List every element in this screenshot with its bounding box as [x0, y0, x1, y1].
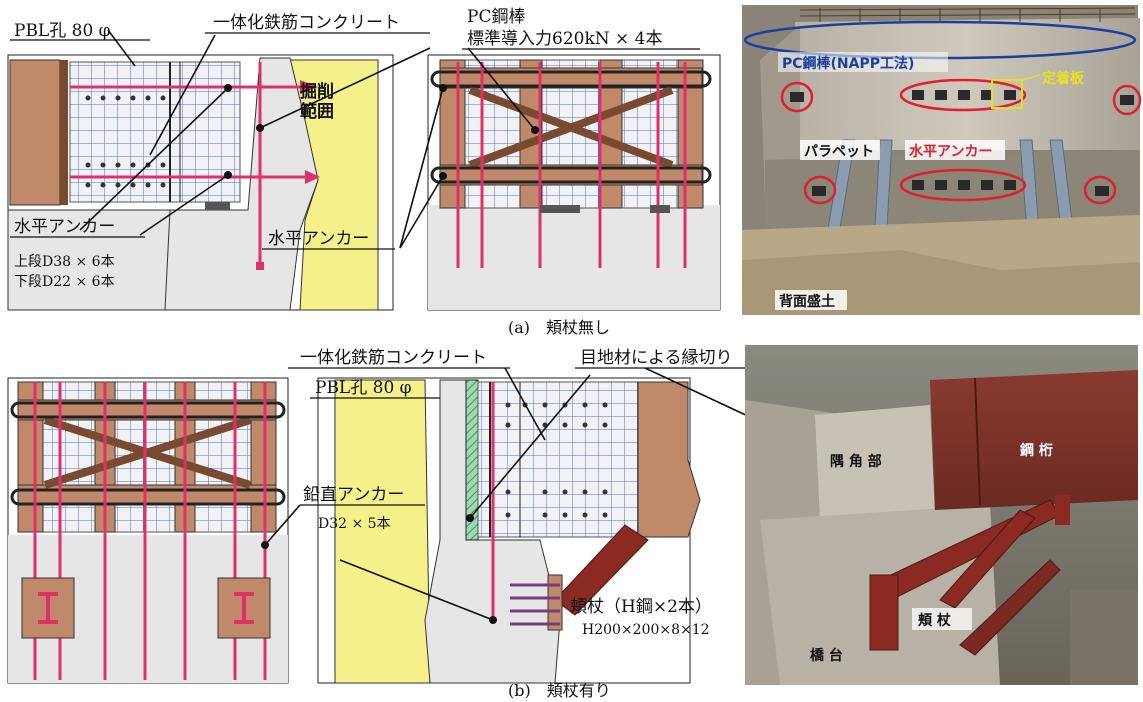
label-pbl-hole: PBL孔 80 φ — [14, 21, 111, 41]
label-integrated-rc: 一体化鉄筋コンクリート — [213, 13, 400, 33]
knee-brace-base-plate-left — [21, 577, 75, 639]
photo-label-horizontal-anchor: 水平アンカー — [909, 143, 992, 160]
photo-label-steel-girder: 鋼 桁 — [1019, 442, 1053, 459]
label-b-vertical-anchor-spec: D32 × 5本 — [318, 516, 391, 532]
caption-b: (b) 頬杖有り — [508, 681, 611, 700]
label-b-vertical-anchor: 鉛直アンカー — [303, 485, 404, 505]
photo-label-knee-brace: 頬 杖 — [918, 612, 952, 629]
photo-steel-girder — [930, 370, 1138, 510]
knee-brace-base-plate-right — [217, 577, 271, 639]
label-lower-rebar: 下段D22 × 6本 — [14, 274, 115, 290]
label-b-integrated-rc: 一体化鉄筋コンクリート — [300, 348, 487, 368]
panel-a-elevation-drawing: PC鋼棒 標準導入力620kN × 4本 — [399, 7, 721, 311]
panel-b-section-drawing — [317, 367, 701, 684]
panel-a-section-drawing: PBL孔 80 φ 一体化鉄筋コンクリート 掘削 範囲 水平アンカー 上段D38… — [7, 13, 431, 311]
photo-label-pc-bar-napp: PC鋼棒(NAPP工法) — [782, 55, 914, 72]
photo-label-corner: 隅 角 部 — [830, 453, 882, 470]
label-b-knee-brace: 頬杖（H鋼×2本） — [570, 597, 712, 617]
steel-girder — [9, 59, 61, 206]
label-upper-rebar: 上段D38 × 6本 — [14, 254, 115, 270]
knee-brace-h-steel — [554, 524, 649, 616]
integrated-rc-block — [69, 61, 241, 203]
label-pc-bar-force: 標準導入力620kN × 4本 — [467, 29, 663, 49]
panel-b-elevation-drawing — [7, 377, 301, 684]
label-horizontal-anchor-left: 水平アンカー — [14, 217, 115, 237]
label-excavation-1: 掘削 — [300, 81, 334, 102]
label-excavation-2: 範囲 — [300, 101, 334, 122]
panel-b-photo: 隅 角 部 鋼 桁 頬 杖 橋 台 — [745, 345, 1138, 685]
pc-bar-upper — [430, 70, 712, 88]
photo-label-anchor-plate: 定着板 — [1042, 70, 1085, 87]
pc-bar-lower — [430, 166, 712, 184]
photo-label-abutment: 橋 台 — [810, 647, 843, 664]
photo-label-parapet: パラペット — [804, 144, 874, 160]
caption-a: (a) 頬杖無し — [508, 318, 610, 337]
panel-a-photo: PC鋼棒(NAPP工法) 定着板 パラペット 水平アンカー 背面盛土 — [742, 5, 1142, 315]
photo-label-backfill: 背面盛土 — [779, 293, 835, 310]
label-b-joint-cut: 目地材による縁切り — [580, 348, 733, 368]
label-b-knee-brace-spec: H200×200×8×12 — [582, 622, 710, 638]
label-pc-bar: PC鋼棒 — [467, 7, 525, 27]
label-b-pbl-hole: PBL孔 80 φ — [315, 378, 412, 398]
label-horizontal-anchor-right: 水平アンカー — [268, 229, 369, 249]
